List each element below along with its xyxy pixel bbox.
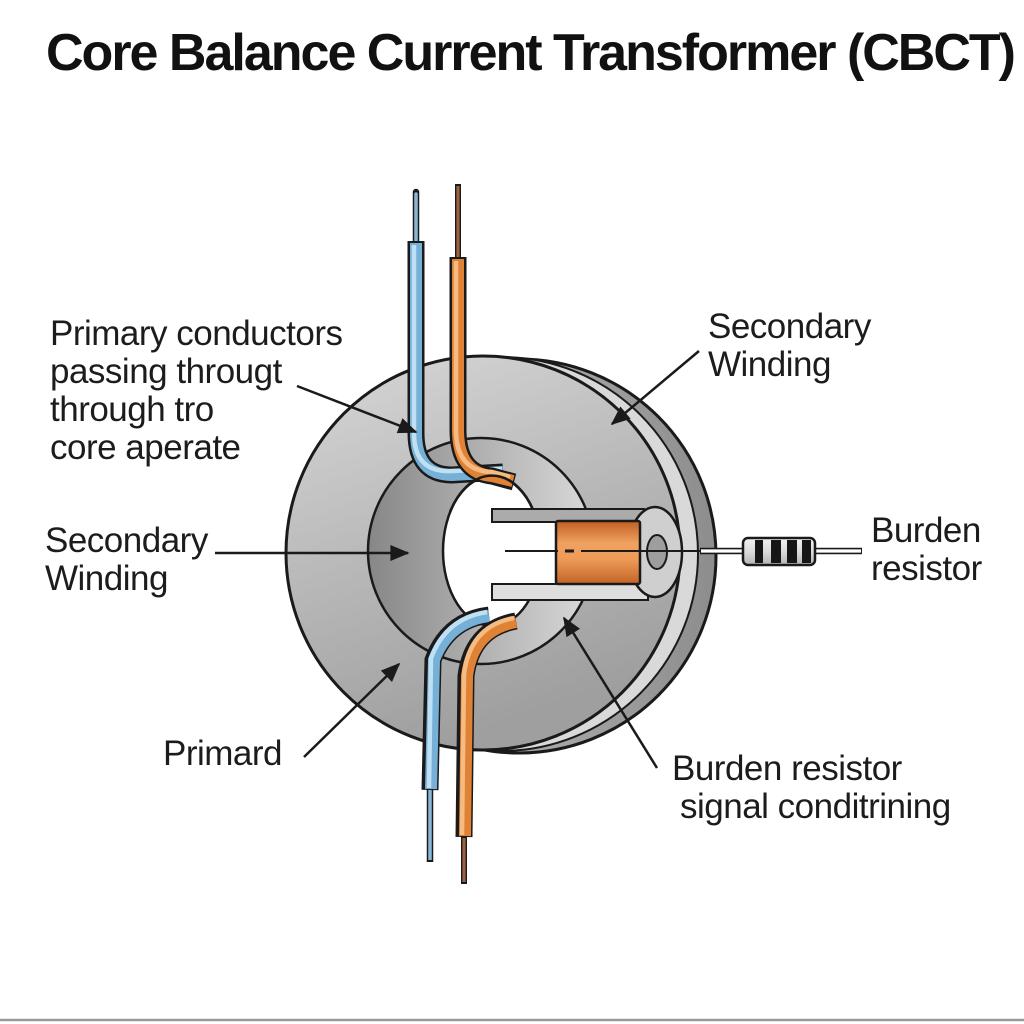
label-secondary-winding-left: Secondary Winding <box>45 522 208 598</box>
label-line: passing througt <box>50 352 282 391</box>
label-line: Winding <box>45 559 168 598</box>
label-burden-resistor: Burden resistor <box>871 512 982 588</box>
label-line: Winding <box>708 345 831 384</box>
burden-resistor-assembly <box>505 536 862 567</box>
label-line: Burden resistor <box>672 749 902 788</box>
label-line: Secondary <box>45 521 208 560</box>
label-burden-signal: Burden resistor signal conditrining <box>672 750 951 826</box>
burden-resistor <box>741 536 817 567</box>
label-primary-conductors: Primary conductors passing througt throu… <box>50 314 343 467</box>
secondary-coil <box>554 519 642 586</box>
label-line: signal conditrining <box>680 787 951 826</box>
arrow-primary-conductors <box>296 384 418 434</box>
label-line: Primary conductors <box>50 314 343 353</box>
arrow-burden-signal <box>562 616 659 769</box>
page-title: Core Balance Current Transformer (CBCT) <box>46 24 1016 82</box>
primary-conductor-orange-bottom <box>455 612 518 884</box>
label-line: Secondary <box>708 307 871 346</box>
aperture-top-rim <box>448 474 536 513</box>
arrow-secondary-winding-top <box>610 350 700 426</box>
primary-conductor-blue-bottom <box>421 606 491 862</box>
notch-bottom-shelf <box>491 583 649 601</box>
arrow-primary-bottom <box>303 662 401 758</box>
label-line: resistor <box>871 549 982 588</box>
secondary-coil-assembly <box>486 505 684 601</box>
label-line: Primard <box>163 734 283 773</box>
primary-conductor-blue-top <box>407 188 504 484</box>
label-secondary-winding-top: Secondary Winding <box>708 308 871 384</box>
label-line: core aperate <box>50 428 241 467</box>
label-primary-bottom: Primard <box>163 734 283 773</box>
label-line: Burden <box>871 511 981 550</box>
label-line: through tro <box>50 390 214 429</box>
